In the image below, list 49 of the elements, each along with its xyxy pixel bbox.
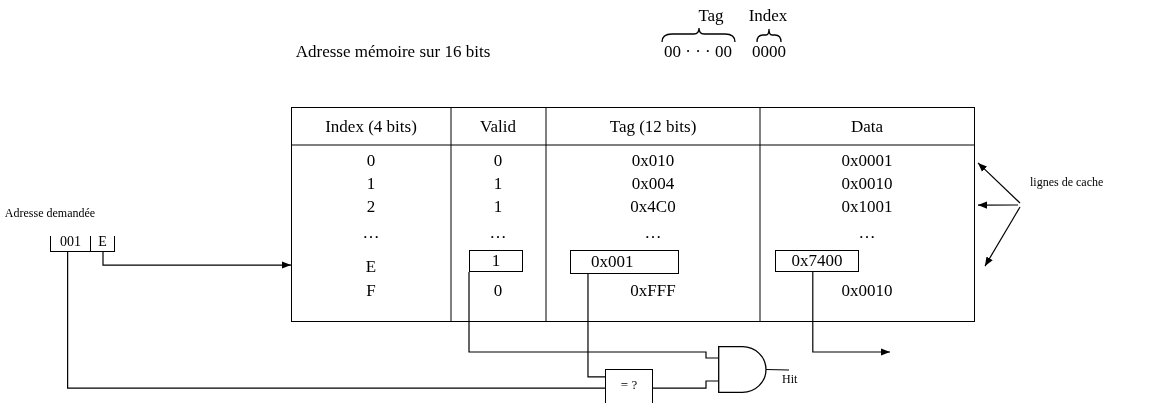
column-header: Index (4 bits) xyxy=(325,117,417,135)
highlighted-cell: 1 xyxy=(469,250,523,272)
brace-label: Tag xyxy=(698,6,724,24)
table-cell: 0 xyxy=(493,151,503,169)
pointer-arrow xyxy=(977,201,1019,209)
table-cell: 1 xyxy=(493,197,503,215)
column-header: Valid xyxy=(480,117,516,135)
table-cell: … xyxy=(644,223,662,241)
highlighted-cell: 0x001 xyxy=(570,250,679,274)
wire xyxy=(652,380,719,389)
table-cell: 0x1001 xyxy=(841,197,893,215)
wire xyxy=(67,251,606,389)
column-header: Data xyxy=(850,117,884,135)
wire xyxy=(587,273,606,378)
arrow xyxy=(812,271,891,356)
table-cell: 0x0010 xyxy=(841,281,893,299)
comparator-box: = ? xyxy=(605,369,653,403)
table-cell: 0 xyxy=(493,281,503,299)
caption-text: Adresse demandée xyxy=(4,207,96,219)
table-cell: 1 xyxy=(366,174,376,192)
table-cell: 0x0010 xyxy=(841,174,893,192)
caption-text: Adresse mémoire sur 16 bits xyxy=(295,42,491,60)
highlighted-cell: 0x7400 xyxy=(775,250,859,272)
pointer-arrow xyxy=(977,162,1021,204)
arrow xyxy=(102,251,292,269)
pointer-arrow xyxy=(984,206,1021,267)
table-cell: 0xFFF xyxy=(630,281,676,299)
table-cell: 0x4C0 xyxy=(630,197,676,215)
table-cell: 0x0001 xyxy=(841,151,893,169)
wire xyxy=(468,271,719,359)
wire xyxy=(765,368,790,371)
table-cell: 2 xyxy=(366,197,376,215)
callout-text: lignes de cache xyxy=(1030,176,1105,191)
table-cell: 0 xyxy=(366,151,376,169)
address-field: 001 xyxy=(50,236,91,252)
table-cell: … xyxy=(489,223,507,241)
output-label: Hit xyxy=(782,372,798,385)
brace-label: Index xyxy=(748,6,788,24)
bit-field-text: 00 · · · 00 xyxy=(664,42,732,60)
bit-field-text: 0000 xyxy=(752,42,786,60)
table-cell: E xyxy=(365,257,377,275)
table-cell: 0x010 xyxy=(631,151,675,169)
table-cell: … xyxy=(362,223,380,241)
column-header: Tag (12 bits) xyxy=(609,117,697,135)
table-cell: F xyxy=(366,281,376,299)
address-field: E xyxy=(91,236,115,252)
table-cell: … xyxy=(858,223,876,241)
table-cell: 0x004 xyxy=(631,174,675,192)
table-cell: 1 xyxy=(493,174,503,192)
